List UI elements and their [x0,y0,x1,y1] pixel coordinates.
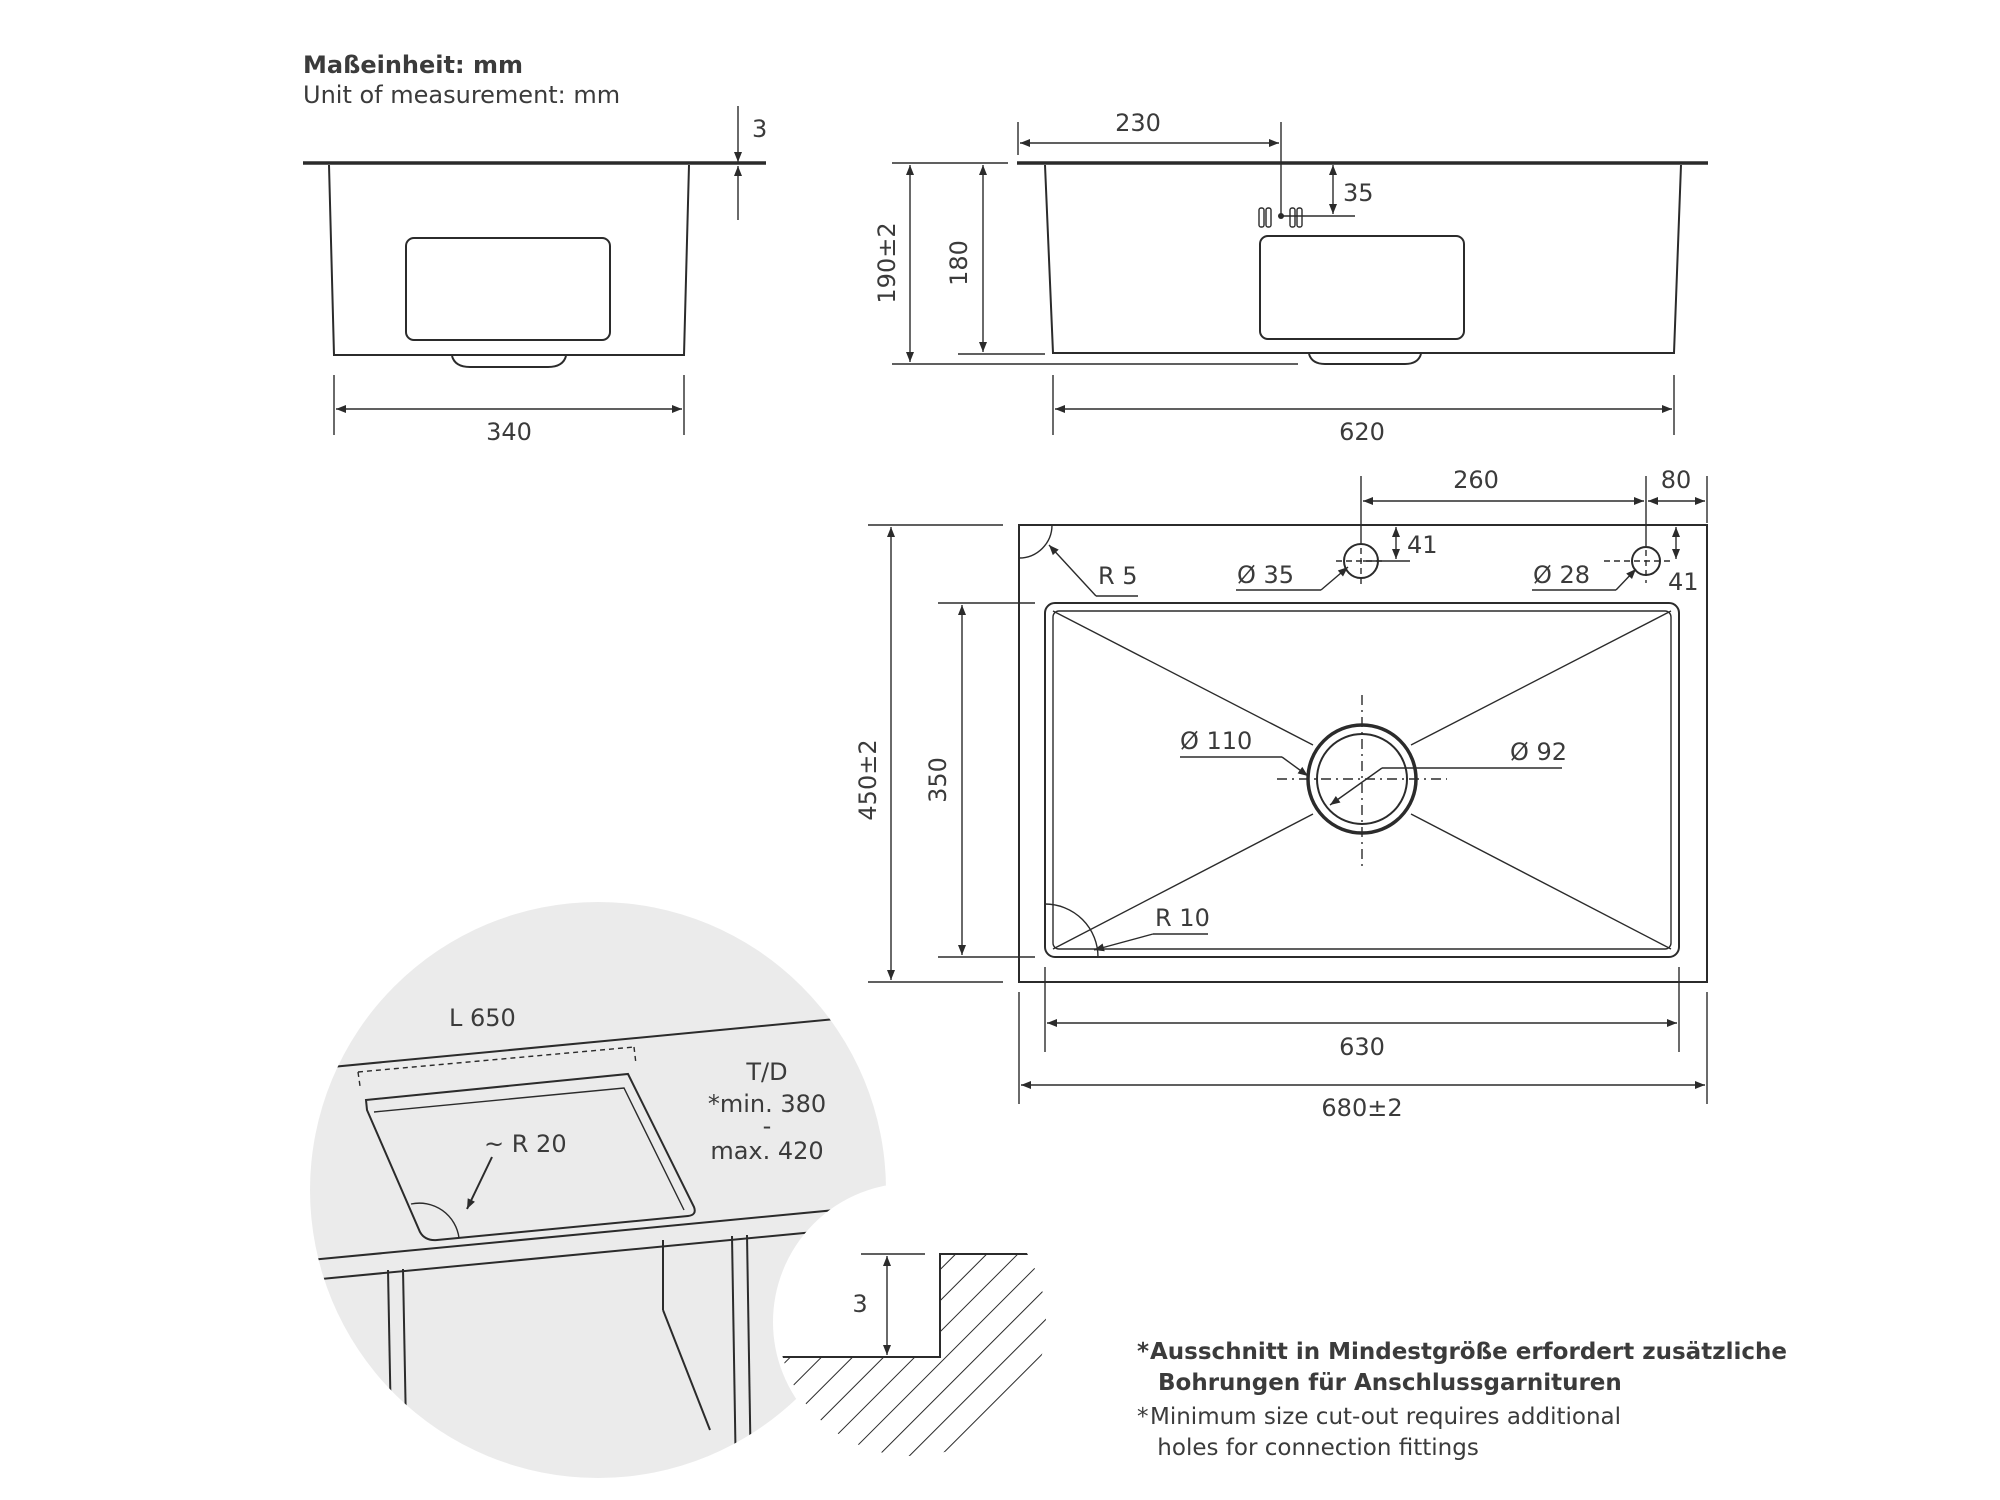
top-drain-outer-label: Ø 110 [1180,727,1252,755]
side-width-label: 340 [486,418,532,446]
side-rim-thickness-label: 3 [752,115,767,143]
top-view-outline [1018,524,1708,983]
front-view-drain [1308,353,1422,365]
bowl-slope-lines [1052,610,1672,950]
side-view: 3 340 [303,106,767,446]
top-drain-inner-label: Ø 92 [1510,738,1567,766]
note-de-star: * [1137,1339,1150,1365]
top-dim-260-label: 260 [1453,466,1499,494]
top-height-total-label: 450±2 [854,739,882,820]
top-outer-radius-label: R 5 [1098,562,1138,590]
top-dim-41-b-label: 41 [1668,568,1699,596]
top-bowl-height-label: 350 [924,757,952,803]
detail-min-label: *min. 380 [708,1090,826,1118]
rim-detail-hatch [778,1254,1046,1456]
detail-max-label: max. 420 [710,1137,823,1165]
top-inner-radius-label: R 10 [1155,904,1210,932]
front-view: 230 35 190±2 180 620 [873,109,1708,446]
top-view: 260 80 41 41 R 5 Ø 35 Ø 28 Ø 110 Ø 92 R … [854,466,1708,1122]
unit-label-de: Maßeinheit: mm [303,51,523,79]
tap-hole-marks [1258,207,1303,228]
top-dim-80-label: 80 [1661,466,1692,494]
front-view-bowl [1044,164,1682,354]
top-tap-hole-label: Ø 35 [1237,561,1294,589]
rim-detail-thickness-label: 3 [852,1290,867,1318]
detail-cutout [364,1072,696,1242]
corner-radius-outer-arc [1018,524,1053,559]
detail-dash-label: - [763,1112,772,1140]
top-view-bowl-inner [1052,610,1672,950]
note-en-star: * [1137,1404,1149,1430]
note-de: * Ausschnitt in Mindestgröße erfordert z… [1137,1337,1787,1399]
detail-radius-arc [410,1202,460,1239]
note-de-text: Ausschnitt in Mindestgröße erfordert zus… [1150,1339,1787,1396]
detail-td-label: T/D [745,1058,787,1086]
top-width-total-label: 680±2 [1321,1094,1402,1122]
note-en-text: Minimum size cut-out requires additional… [1150,1404,1622,1461]
front-bowl-depth-label: 180 [945,240,973,286]
detail-length-label: L 650 [449,1004,516,1032]
front-width-label: 620 [1339,418,1385,446]
side-view-drain [451,355,567,368]
front-tap-depth-label: 35 [1343,179,1374,207]
side-view-overflow [405,237,611,341]
detail-circle-background [310,902,886,1478]
front-view-overflow [1259,235,1465,340]
front-tap-offset-label: 230 [1115,109,1161,137]
top-dim-41-a-label: 41 [1407,531,1438,559]
unit-label-en: Unit of measurement: mm [303,81,621,109]
top-bowl-width-label: 630 [1339,1033,1385,1061]
rim-detail-profile [778,1253,1046,1358]
unit-of-measurement: Maßeinheit: mm Unit of measurement: mm [303,50,620,110]
top-view-bowl [1044,602,1680,958]
rim-detail: 3 [773,1183,1051,1461]
note-en: * Minimum size cut-out requires addition… [1137,1402,1621,1464]
front-height-total-label: 190±2 [873,222,901,303]
detail-radius-label: ~ R 20 [484,1130,567,1158]
installation-detail: L 650 T/D *min. 380 - max. 420 ~ R 20 [310,902,886,1478]
top-small-hole-label: Ø 28 [1533,561,1590,589]
side-view-bowl [328,164,690,356]
